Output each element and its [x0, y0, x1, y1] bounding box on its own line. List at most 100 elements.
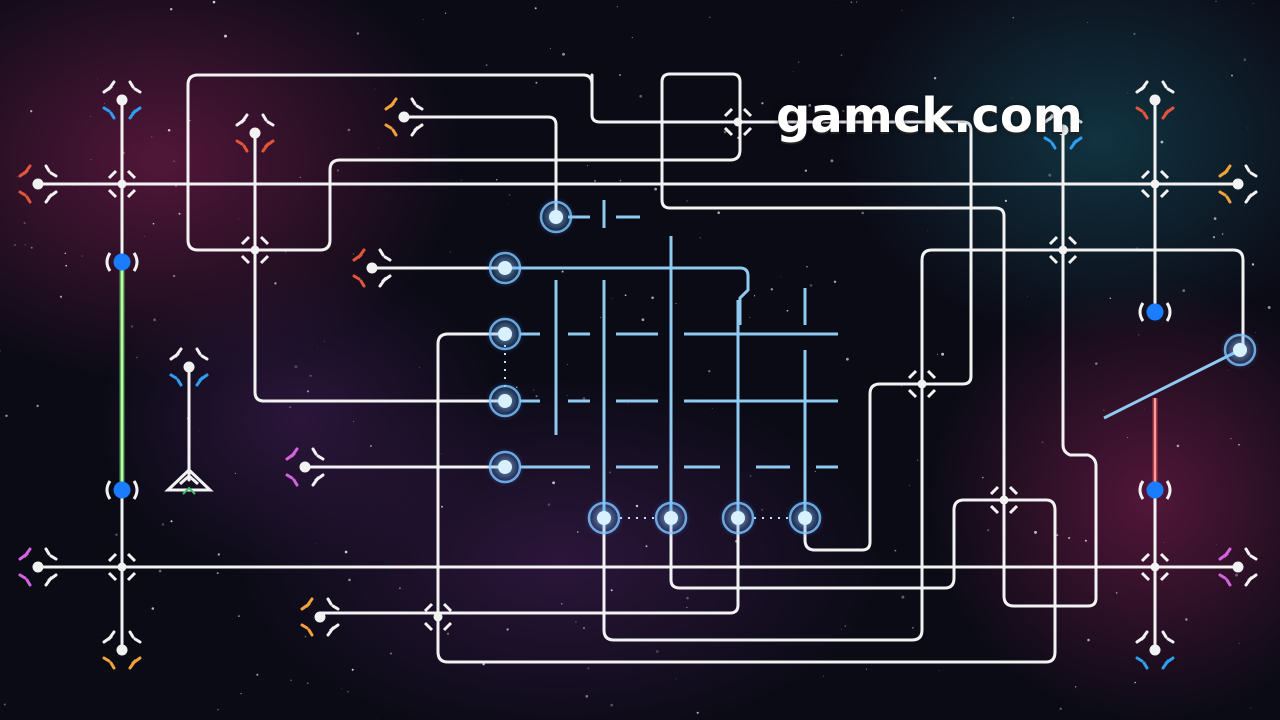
node-bracket	[132, 480, 139, 500]
junction-edge	[742, 107, 753, 118]
star	[609, 471, 612, 474]
junction-edge	[107, 188, 118, 199]
emitter-bracket-icon[interactable]	[300, 597, 340, 637]
emitter-bracket-icon[interactable]	[1135, 80, 1175, 120]
emitter-corner	[1244, 190, 1258, 204]
emitter-dot	[116, 644, 128, 656]
star	[161, 523, 165, 526]
emitter-corner	[384, 97, 398, 111]
junction-icon[interactable]	[989, 485, 1019, 515]
star	[1109, 297, 1112, 299]
star	[306, 390, 310, 393]
glowing-orb-icon[interactable]	[785, 498, 825, 538]
emitter-bracket-icon[interactable]	[1135, 630, 1175, 670]
star	[1215, 543, 1217, 545]
junction-dot	[917, 379, 927, 389]
star	[506, 628, 509, 631]
star	[593, 179, 597, 183]
wire	[186, 72, 1006, 502]
glowing-orb-icon[interactable]	[485, 248, 525, 288]
star	[635, 504, 639, 508]
junction-icon[interactable]	[1140, 169, 1170, 199]
orb-ring	[1223, 333, 1257, 367]
star	[587, 667, 590, 670]
glowing-orb-icon[interactable]	[485, 447, 525, 487]
junction-icon[interactable]	[907, 369, 937, 399]
glowing-orb-icon[interactable]	[651, 498, 691, 538]
star	[575, 621, 577, 623]
energy-node-icon[interactable]	[1138, 480, 1172, 500]
energy-node-icon[interactable]	[105, 480, 139, 500]
star	[178, 212, 181, 215]
emitter-bracket-icon[interactable]	[18, 164, 58, 204]
junction-icon[interactable]	[1048, 235, 1078, 265]
junction-edge	[1159, 169, 1170, 180]
star	[901, 10, 903, 11]
glowing-orb-icon[interactable]	[1220, 330, 1260, 370]
star	[1238, 642, 1240, 644]
arrow-up-icon[interactable]	[164, 467, 214, 495]
emitter-bracket-icon[interactable]	[102, 80, 142, 120]
emitter-corner	[128, 80, 142, 94]
junction-icon[interactable]	[107, 552, 137, 582]
star	[933, 76, 937, 80]
emitter-bracket-icon[interactable]	[1043, 110, 1083, 150]
star	[1250, 707, 1252, 709]
glowing-orb-icon[interactable]	[485, 314, 525, 354]
star	[912, 627, 914, 629]
star	[341, 688, 342, 689]
glowing-orb-icon[interactable]	[536, 197, 576, 237]
emitter-corner	[300, 597, 314, 611]
star	[1133, 32, 1136, 36]
emitter-corner	[1135, 630, 1149, 644]
star	[761, 508, 764, 511]
emitter-bracket-icon[interactable]	[1218, 547, 1258, 587]
glowing-orb-icon[interactable]	[718, 498, 758, 538]
emitter-corner	[18, 190, 32, 204]
emitter-bracket-icon[interactable]	[235, 113, 275, 153]
glowing-orb-icon[interactable]	[584, 498, 624, 538]
junction-dot	[433, 612, 443, 622]
emitter-bracket-icon[interactable]	[169, 347, 209, 387]
junction-edge	[1140, 169, 1151, 180]
emitter-bracket-icon[interactable]	[18, 547, 58, 587]
glowing-orb-icon[interactable]	[485, 381, 525, 421]
star	[256, 673, 259, 676]
emitter-bracket-icon[interactable]	[1218, 164, 1258, 204]
orb-ring	[488, 251, 522, 285]
junction-icon[interactable]	[1140, 552, 1170, 582]
star	[655, 650, 659, 653]
junction-icon[interactable]	[240, 235, 270, 265]
emitter-corner	[1161, 106, 1175, 120]
star	[216, 572, 219, 575]
emitter-bracket-icon[interactable]	[384, 97, 424, 137]
star	[901, 595, 905, 599]
emitter-corner	[384, 123, 398, 137]
emitter-corner	[235, 113, 249, 127]
star	[616, 6, 618, 8]
emitter-bracket-icon[interactable]	[102, 630, 142, 670]
star	[639, 94, 643, 98]
junction-icon[interactable]	[107, 169, 137, 199]
junction-dot	[117, 179, 127, 189]
junction-icon[interactable]	[423, 602, 453, 632]
emitter-corner	[128, 656, 142, 670]
star	[611, 298, 613, 299]
star	[624, 294, 627, 297]
star	[1231, 74, 1233, 77]
emitter-corner	[326, 623, 340, 637]
star	[1251, 263, 1255, 266]
junction-icon[interactable]	[723, 107, 753, 137]
emitter-bracket-icon[interactable]	[352, 248, 392, 288]
emitter-bracket-icon[interactable]	[285, 447, 325, 487]
star	[675, 303, 677, 304]
junction-edge	[240, 235, 251, 246]
star	[198, 430, 200, 432]
junction-edge	[442, 602, 453, 613]
energy-node-icon[interactable]	[105, 252, 139, 272]
emitter-corner	[378, 274, 392, 288]
emitter-corner	[352, 274, 366, 288]
orb-core	[549, 210, 563, 224]
energy-node-icon[interactable]	[1138, 302, 1172, 322]
star	[508, 193, 511, 197]
